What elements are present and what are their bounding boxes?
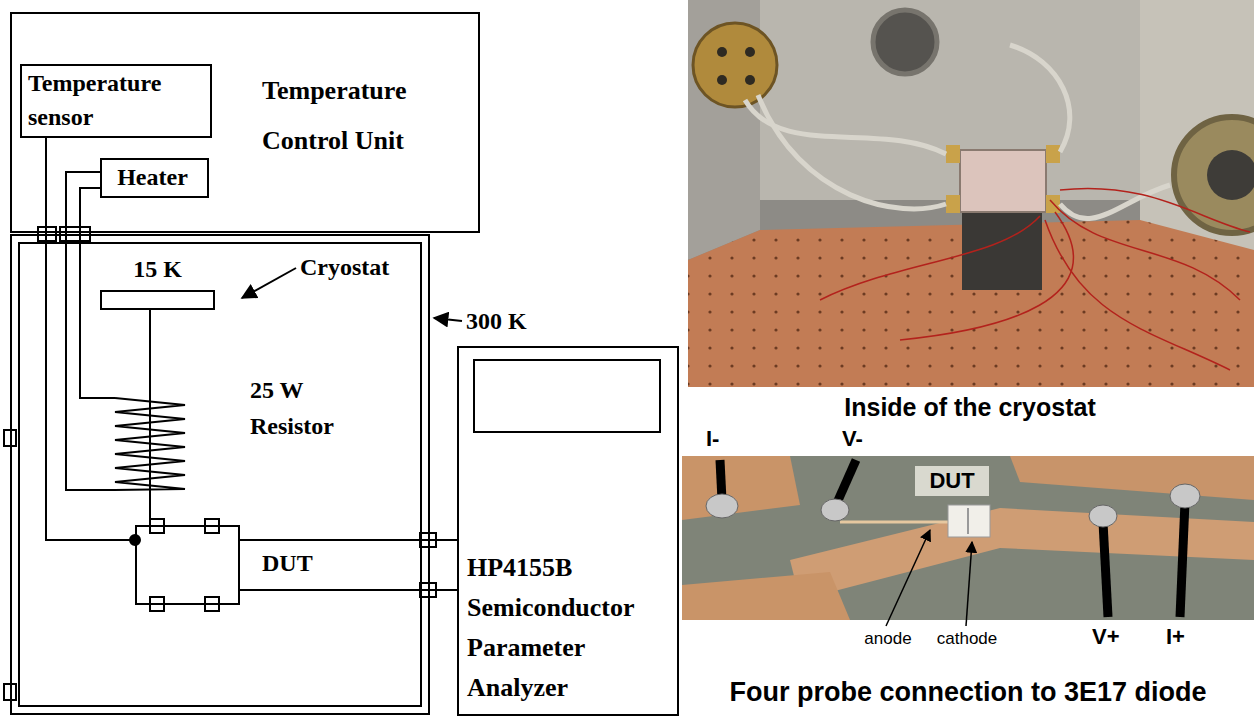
terminal-name: anode bbox=[858, 628, 918, 650]
sensor-box: Temperature sensor bbox=[20, 64, 212, 138]
leader-arrow bbox=[242, 268, 296, 298]
control-unit-box: Temperature sensorHeater Temperature Cont… bbox=[10, 12, 480, 233]
wall-port bbox=[4, 430, 16, 446]
gold-pad bbox=[682, 456, 800, 520]
box-label: Heater bbox=[100, 163, 205, 191]
diode-chip bbox=[948, 505, 990, 537]
probe-photo bbox=[682, 456, 1254, 626]
label-patch bbox=[915, 466, 989, 496]
thin-wire bbox=[1060, 188, 1250, 232]
thin-wire bbox=[1050, 200, 1240, 300]
solder-blob bbox=[1170, 484, 1200, 508]
fixture-base bbox=[962, 205, 1042, 290]
probe-wire bbox=[1103, 522, 1108, 617]
pin-name: V+ bbox=[1092, 624, 1132, 650]
heater-box: Heater bbox=[100, 158, 209, 198]
gold-pad bbox=[682, 572, 850, 620]
analyzer-box: HP4155B Semiconductor Parameter Analyzer bbox=[457, 346, 679, 716]
chamber-label: Cryostat bbox=[300, 252, 412, 282]
wire bbox=[46, 138, 135, 540]
cryostat-chamber: 15 K DUT Cryostat bbox=[18, 242, 422, 707]
thin-wire bbox=[1045, 220, 1230, 370]
test-fixture bbox=[960, 150, 1046, 212]
red-wires bbox=[820, 188, 1250, 370]
feedthrough bbox=[60, 227, 90, 241]
photo-caption: Four probe connection to 3E17 diode bbox=[682, 676, 1254, 708]
box-label: Temperature sensor bbox=[28, 66, 206, 134]
thin-wire bbox=[820, 216, 1040, 300]
cold-plate: 15 K bbox=[100, 290, 215, 310]
pin-name: I- bbox=[706, 426, 746, 452]
flange-pin bbox=[717, 47, 727, 57]
flange-pin bbox=[717, 75, 727, 85]
unit-title: Temperature Control Unit bbox=[262, 66, 452, 166]
instrument-label: HP4155B Semiconductor Parameter Analyzer bbox=[467, 548, 669, 708]
coax-cable bbox=[1010, 45, 1070, 152]
analyzer-screen bbox=[474, 360, 660, 432]
flange-pin bbox=[745, 75, 755, 85]
wire bbox=[149, 310, 151, 525]
gold-flange bbox=[693, 23, 777, 107]
pin-name: V- bbox=[842, 426, 882, 452]
flange-pin bbox=[745, 47, 755, 57]
photo-ground bbox=[688, 0, 1254, 387]
device-label: DUT bbox=[262, 548, 342, 578]
coax-cable bbox=[758, 95, 946, 209]
resistor-label: 25 W Resistor bbox=[250, 372, 355, 444]
sma-connector bbox=[946, 195, 960, 213]
coax-cables bbox=[745, 45, 1170, 219]
solder-blob bbox=[821, 499, 849, 521]
gold-ring bbox=[1174, 117, 1254, 233]
solder-blob bbox=[1089, 505, 1117, 527]
sma-connector bbox=[1046, 145, 1060, 163]
leader-arrow bbox=[434, 318, 462, 321]
heater-wire bbox=[66, 172, 115, 490]
pin-name: I+ bbox=[1166, 624, 1206, 650]
leader-arrow bbox=[966, 542, 972, 626]
dut-box: DUT bbox=[135, 525, 240, 605]
wire bbox=[240, 539, 457, 541]
probe-wire bbox=[1180, 502, 1185, 617]
wall-hole bbox=[873, 10, 937, 74]
photo-caption: Inside of the cryostat bbox=[700, 392, 1240, 422]
chip-line bbox=[967, 508, 969, 534]
solder-blob bbox=[706, 494, 738, 518]
thin-wire bbox=[900, 212, 1073, 340]
sma-connector bbox=[946, 145, 960, 163]
leader-arrow bbox=[886, 530, 930, 626]
cryostat-photo bbox=[688, 0, 1254, 387]
probe-wire bbox=[836, 460, 856, 505]
temperature-label: 15 K bbox=[100, 254, 215, 284]
wire bbox=[240, 589, 457, 591]
device-label: DUT bbox=[920, 468, 984, 494]
temperature-label: 300 K bbox=[466, 306, 556, 336]
heater-wire bbox=[80, 188, 115, 398]
anode-trace bbox=[840, 521, 948, 524]
gold-pad bbox=[1010, 456, 1254, 500]
ring-port bbox=[1207, 150, 1254, 200]
wall-port bbox=[4, 684, 16, 700]
terminal-name: cathode bbox=[930, 628, 1004, 650]
